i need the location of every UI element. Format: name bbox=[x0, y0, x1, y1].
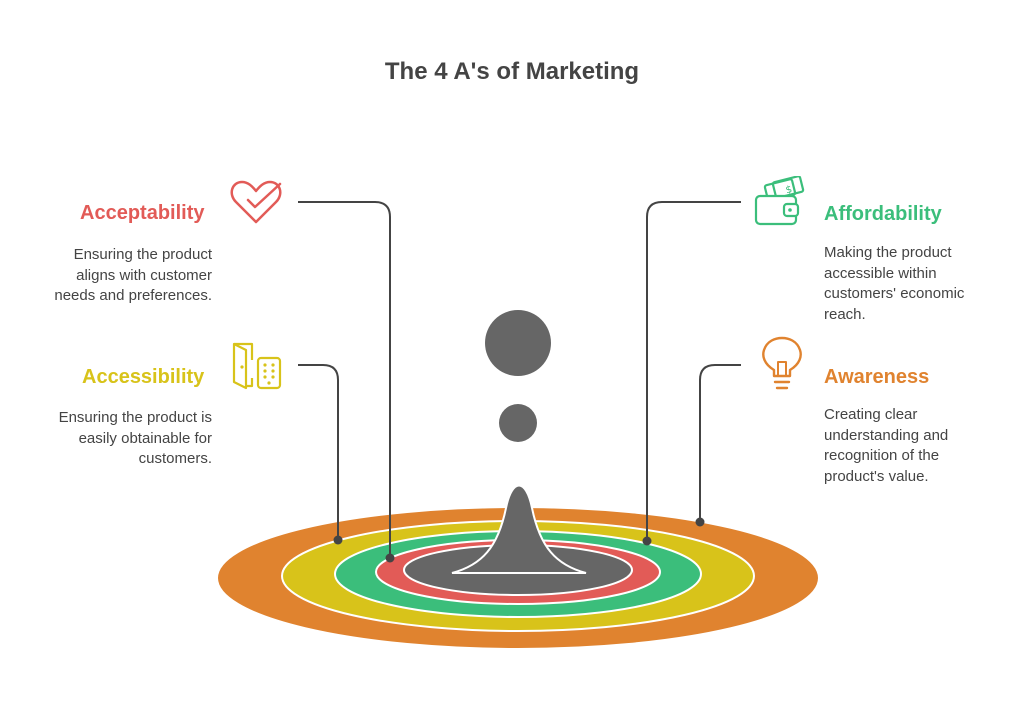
acceptability-line: needs and preferences. bbox=[54, 287, 212, 304]
accessibility-line: easily obtainable for bbox=[78, 429, 212, 447]
acceptability-line: Ensuring the product bbox=[73, 246, 212, 263]
page-title: The 4 A's of Marketing bbox=[384, 58, 640, 85]
door-keypad-icon bbox=[232, 342, 282, 390]
affordability-heading: Affordability bbox=[824, 203, 942, 225]
awareness-line: understanding and bbox=[824, 426, 949, 444]
dot-large bbox=[485, 310, 551, 376]
connector-awareness bbox=[699, 364, 741, 522]
connector-dot-awareness bbox=[695, 517, 705, 527]
awareness-description: Creating clear understanding and recogni… bbox=[824, 405, 948, 487]
connector-dot-acceptability bbox=[385, 553, 395, 563]
wallet-money-icon: $ bbox=[754, 176, 805, 226]
affordability-line: Making the product bbox=[824, 244, 952, 261]
accessibility-line: customers. bbox=[138, 450, 212, 467]
heart-check-icon bbox=[230, 180, 282, 224]
peak-shape bbox=[451, 484, 587, 574]
svg-text:$: $ bbox=[785, 184, 794, 196]
awareness-line: recognition of the bbox=[824, 447, 940, 464]
acceptability-description: Ensuring the product aligns with custome… bbox=[54, 245, 212, 307]
accessibility-heading: Accessibility bbox=[82, 366, 205, 388]
affordability-line: reach. bbox=[824, 305, 866, 323]
affordability-line: accessible within bbox=[824, 264, 937, 282]
awareness-line: product's value. bbox=[824, 467, 929, 485]
awareness-heading: Awareness bbox=[824, 366, 930, 388]
connector-dot-affordability bbox=[642, 536, 652, 546]
acceptability-line: aligns with customer bbox=[76, 266, 212, 284]
connector-acceptability bbox=[298, 201, 391, 557]
lightbulb-icon bbox=[762, 336, 802, 390]
connector-accessibility bbox=[298, 364, 339, 539]
dot-small bbox=[499, 404, 537, 442]
acceptability-heading: Acceptability bbox=[80, 202, 205, 224]
connector-dot-accessibility bbox=[333, 535, 343, 545]
accessibility-line: Ensuring the product is bbox=[58, 409, 212, 426]
accessibility-description: Ensuring the product is easily obtainabl… bbox=[59, 408, 212, 470]
connector-affordability bbox=[646, 201, 741, 540]
affordability-description: Making the product accessible within cus… bbox=[824, 243, 964, 325]
affordability-line: customers' economic bbox=[824, 285, 965, 302]
awareness-line: Creating clear bbox=[824, 406, 918, 423]
